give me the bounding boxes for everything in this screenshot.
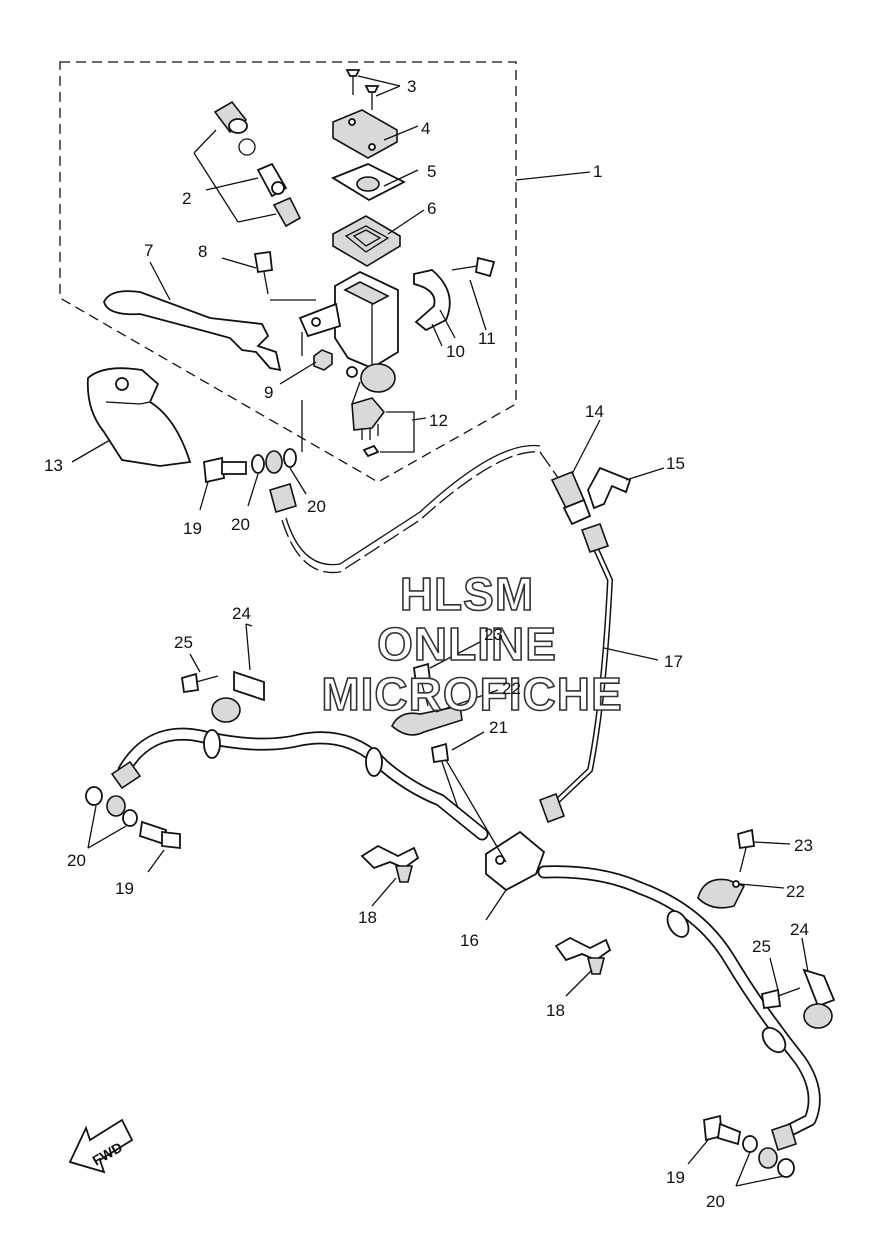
callout-1: 1 (593, 162, 602, 181)
callout-10: 10 (446, 342, 465, 361)
callout-21: 21 (489, 718, 508, 737)
callout-14: 14 (585, 402, 604, 421)
callout-19b: 19 (115, 879, 134, 898)
assembly-boundary (59, 61, 517, 483)
callout-11: 11 (478, 329, 496, 348)
callout-18b: 18 (546, 1001, 565, 1020)
callout-5: 5 (427, 162, 436, 181)
callout-6: 6 (427, 199, 436, 218)
union-bolt-top (199, 400, 307, 511)
clamp-assembly-right (697, 828, 791, 909)
callout-2: 2 (182, 189, 191, 208)
callout-9: 9 (264, 383, 273, 402)
callout-7: 7 (144, 241, 153, 260)
union-bolt-right (687, 1114, 795, 1187)
part-17-brake-pipe (538, 522, 659, 824)
part-21-joint-bolt (430, 731, 507, 863)
part-18-clip-right (554, 936, 612, 997)
fwd-arrow-icon: FWD (68, 1118, 134, 1174)
watermark-line-3: MICROFICHE (321, 668, 622, 720)
bracket-assembly-right (760, 937, 836, 1029)
callout-18a: 18 (358, 908, 377, 927)
callout-25a: 25 (174, 633, 193, 652)
hose-grommets (110, 729, 797, 1152)
callout-15: 15 (666, 454, 685, 473)
callout-24b: 24 (790, 920, 809, 939)
watermark-line-1: HLSM (400, 568, 534, 620)
part-11-clamp-bolt (451, 256, 496, 331)
part-10-holder-clamp (413, 269, 451, 332)
callout-24a: 24 (232, 604, 251, 623)
part-9-nut (313, 349, 333, 371)
union-bolt-left (85, 786, 181, 873)
callout-19a: 19 (183, 519, 202, 538)
callout-12: 12 (429, 411, 448, 430)
callout-labels: 1 2 3 4 5 6 7 8 9 10 11 12 13 14 15 16 1… (44, 77, 813, 1211)
part-7-brake-lever (103, 290, 282, 372)
callout-3: 3 (407, 77, 416, 96)
part-15-clip (587, 466, 632, 510)
part-13-lever-cover (86, 367, 192, 467)
callout-20a: 20 (231, 515, 250, 534)
callout-20c: 20 (67, 851, 86, 870)
part-18-clip-left (360, 844, 420, 907)
callout-22b: 22 (786, 882, 805, 901)
part-16-hose-joint (485, 830, 546, 921)
part-6-diaphragm (332, 215, 401, 267)
callout-23b: 23 (794, 836, 813, 855)
callout-4: 4 (421, 119, 430, 138)
callout-17: 17 (664, 652, 683, 671)
part-3-screws (345, 69, 380, 110)
watermark: HLSM ONLINE MICROFICHE (321, 567, 623, 721)
bracket-assembly-left (180, 623, 265, 723)
callout-22a: 22 (502, 679, 521, 698)
callout-20d: 20 (706, 1192, 725, 1211)
callout-20b: 20 (307, 497, 326, 516)
master-cylinder-body (298, 270, 399, 393)
callout-19c: 19 (666, 1168, 685, 1187)
callout-13: 13 (44, 456, 63, 475)
clamp-assembly-middle (391, 641, 499, 736)
part-14-brake-hose-upper (269, 419, 601, 574)
callout-16: 16 (460, 931, 479, 950)
part-2-piston-kit (193, 100, 302, 228)
callout-8: 8 (198, 242, 207, 261)
part-8-pivot-bolt (221, 250, 316, 301)
watermark-line-2: ONLINE (377, 618, 557, 670)
callout-23a: 23 (484, 625, 503, 644)
callout-25b: 25 (752, 937, 771, 956)
part-4-reservoir-cap (332, 109, 398, 159)
part-12-brake-switch (351, 381, 415, 458)
